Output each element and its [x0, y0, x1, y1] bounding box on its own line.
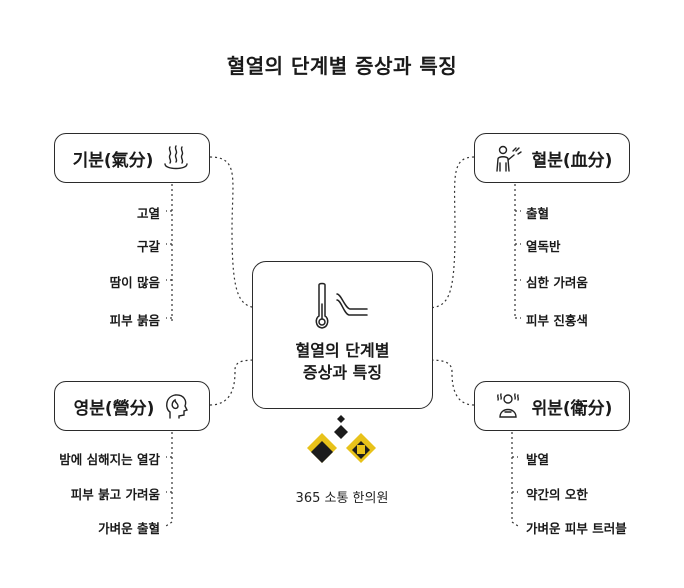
stage-label-gibun: 기분(氣分): [72, 150, 154, 171]
stage-label-yeongbun: 영분(營分): [73, 398, 155, 419]
stage-label-wibun: 위분(衛分): [531, 398, 613, 419]
stage-label-hyeolbun: 혈분(血分): [531, 150, 613, 171]
stage-box-wibun: 위분(衛分): [474, 381, 630, 431]
hyeolbun-item-1: 출혈: [526, 206, 550, 221]
itching-person-icon: [492, 143, 524, 173]
center-label-line2: 증상과 특징: [302, 363, 383, 382]
hyeolbun-item-4: 피부 진홍색: [526, 313, 588, 328]
yeongbun-item-3: 가벼운 출혈: [98, 521, 160, 536]
center-label: 혈열의 단계별 증상과 특징: [253, 340, 432, 384]
fever-person-icon: [492, 391, 524, 421]
gibun-item-3: 땀이 많음: [109, 275, 160, 290]
stage-box-yeongbun: 영분(營分): [54, 381, 210, 431]
bracket-gibun: [166, 184, 173, 322]
yeongbun-item-2: 피부 붉고 가려움: [70, 487, 160, 502]
page-title: 혈열의 단계별 증상과 특징: [226, 54, 458, 78]
bracket-yeongbun: [165, 432, 173, 527]
head-flame-icon: [162, 391, 190, 421]
center-label-line1: 혈열의 단계별: [295, 341, 390, 360]
stage-box-gibun: 기분(氣分): [54, 133, 210, 183]
connector-wibun: [424, 359, 475, 406]
gibun-item-4: 피부 붉음: [109, 313, 160, 328]
hyeolbun-item-3: 심한 가려움: [526, 275, 588, 290]
diamond-logo-icon: [300, 411, 384, 485]
bracket-wibun: [511, 432, 519, 527]
center-box: 혈열의 단계별 증상과 특징: [252, 261, 433, 409]
logo-text: 365 소통 한의원: [295, 491, 389, 506]
thermometer-icon: [311, 282, 377, 338]
wibun-item-1: 발열: [526, 452, 550, 467]
hyeolbun-item-2: 열독반: [526, 239, 561, 254]
wibun-item-2: 약간의 오한: [526, 487, 588, 502]
yeongbun-item-1: 밤에 심해지는 열감: [59, 452, 160, 467]
gibun-item-1: 고열: [136, 206, 160, 221]
stage-box-hyeolbun: 혈분(血分): [474, 133, 630, 183]
bracket-hyeolbun: [514, 184, 521, 319]
gibun-item-2: 구갈: [136, 239, 160, 254]
steam-icon: [161, 143, 191, 173]
wibun-item-3: 가벼운 피부 트러블: [526, 521, 627, 536]
